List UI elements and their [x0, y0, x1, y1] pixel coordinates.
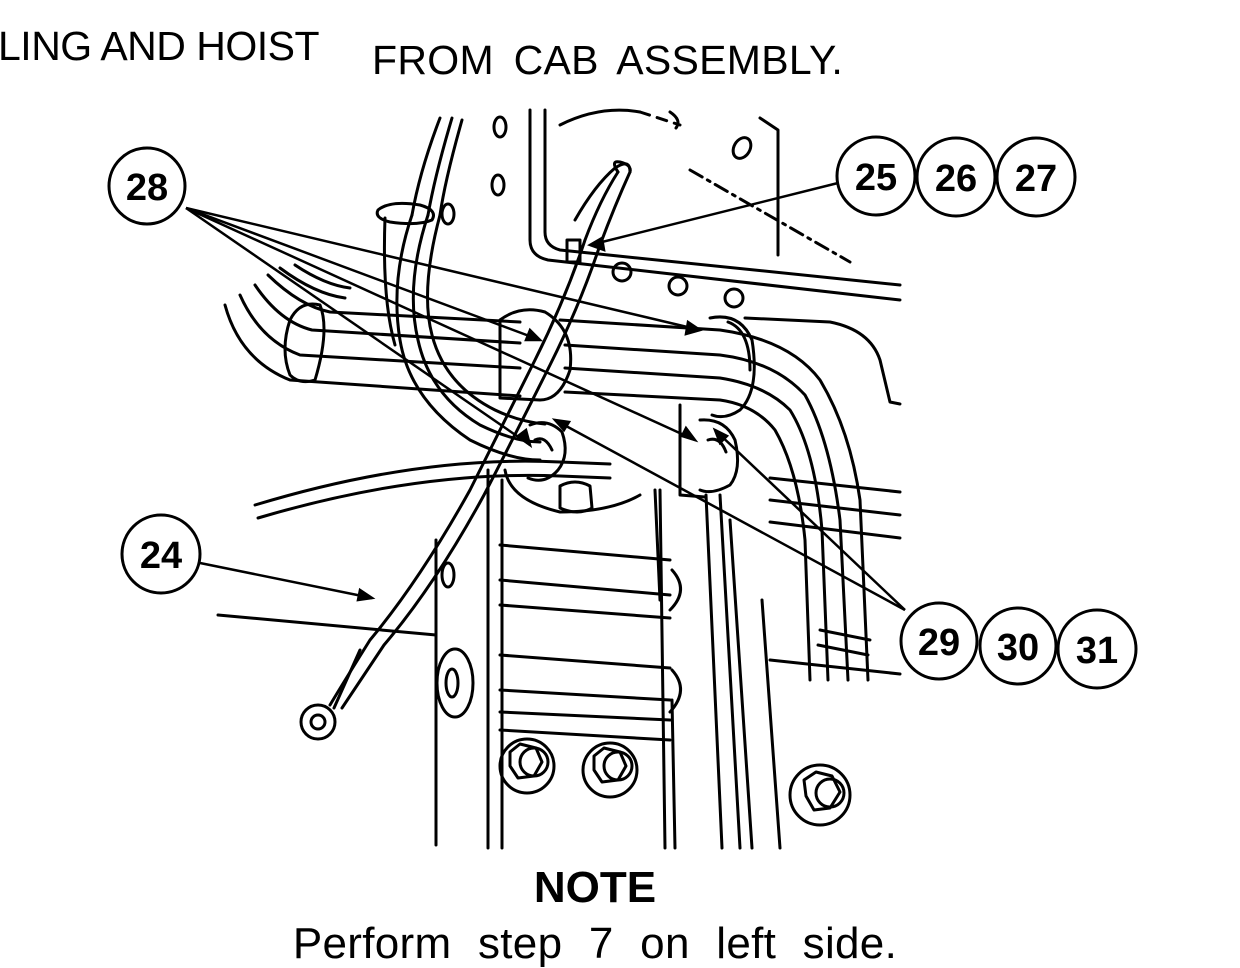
callout-27: 27 — [1015, 158, 1057, 200]
callout-29: 29 — [918, 622, 960, 664]
note-title: NOTE — [533, 863, 657, 912]
callout-25: 25 — [855, 157, 897, 199]
callout-26: 26 — [935, 158, 977, 200]
header-text-right: FROM CAB ASSEMBLY. — [372, 37, 844, 83]
callout-24: 24 — [140, 535, 182, 577]
note-body: Perform step 7 on left side. — [292, 919, 898, 968]
callout-31: 31 — [1076, 630, 1118, 672]
callout-28: 28 — [126, 167, 168, 209]
header-text-left: LING AND HOIST — [0, 23, 320, 69]
callout-30: 30 — [997, 627, 1039, 669]
